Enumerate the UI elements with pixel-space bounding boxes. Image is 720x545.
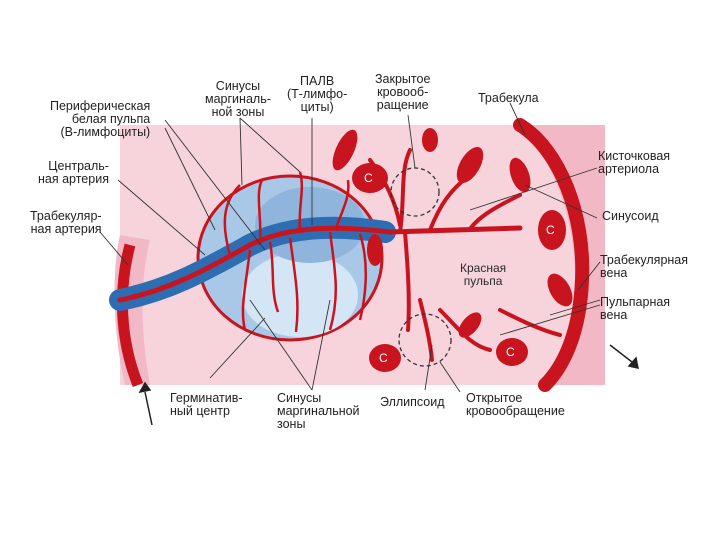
leader-lines	[99, 102, 601, 393]
label-penicillar-arteriole: Кисточковая артериола	[598, 149, 671, 176]
label-closed-circulation: Закрытое кровооб- ращение	[375, 72, 431, 112]
label-red-pulp: Красная пульпа	[460, 261, 507, 288]
open-circulation-circle	[398, 313, 452, 367]
label-marginal-sinuses-bottom: Синусы маргинальной зоны	[277, 391, 360, 431]
label-sinusoid: Синусоид	[602, 209, 659, 223]
trabecular-artery-vessel	[116, 243, 144, 388]
flow-arrows	[138, 344, 639, 426]
germinal-center-region	[242, 253, 358, 337]
label-trabecula: Трабекула	[478, 91, 539, 105]
label-central-artery: Централь- ная артерия	[38, 159, 109, 186]
label-germinal-center: Герминатив- ный центр	[170, 391, 243, 418]
label-open-circulation: Открытое кровообращение	[466, 391, 565, 418]
sinusoid-letter: С	[546, 223, 555, 237]
label-trabecular-artery: Трабекуляр- ная артерия	[30, 209, 102, 236]
sinusoid-letter: С	[379, 351, 388, 365]
sinusoid-letters: С С С С	[364, 171, 555, 365]
central-artery-vessel	[117, 225, 523, 303]
label-marginal-sinuses-top: Синусы маргиналь- ной зоны	[205, 79, 271, 119]
trabecular-vein-vessel	[513, 118, 590, 392]
label-peripheral-white-pulp: Периферическая белая пульпа (В-лимфоциты…	[50, 99, 151, 139]
white-pulp-capillaries	[223, 171, 368, 333]
label-ellipsoid: Эллипсоид	[380, 395, 445, 409]
sinusoid-letter: С	[364, 171, 373, 185]
sinusoid-letter: С	[506, 345, 515, 359]
label-pulp-vein: Пульпарная вена	[600, 295, 671, 322]
label-trabecular-vein: Трабекулярная вена	[600, 253, 689, 280]
label-palv: ПАЛВ (Т-лимфо- циты)	[287, 74, 348, 114]
sinusoids	[332, 128, 573, 372]
